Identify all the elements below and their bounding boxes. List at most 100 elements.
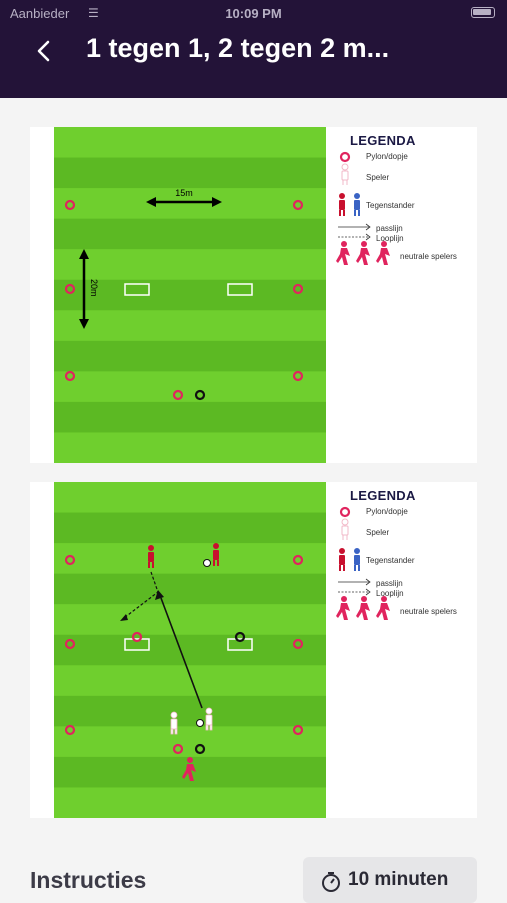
- grass-stripe: [54, 634, 326, 666]
- arrow-head: [146, 197, 156, 207]
- goal-right: [227, 638, 253, 651]
- grass-stripe: [54, 543, 326, 575]
- football-pitch: [54, 482, 326, 818]
- goal-left: [124, 638, 150, 651]
- height-label: 20m: [89, 279, 99, 297]
- grass-stripe: [54, 371, 326, 403]
- battery-icon: [471, 7, 495, 18]
- goal-left: [124, 283, 150, 296]
- football-pitch: 15m 20m: [54, 127, 326, 463]
- status-time: 10:09 PM: [225, 6, 282, 21]
- cone-icon: [339, 506, 351, 518]
- grass-stripe: [54, 127, 326, 159]
- neutral-players-icon: [336, 596, 390, 620]
- cone-icon: [172, 389, 184, 401]
- grass-stripe: [54, 157, 326, 189]
- grass-stripe: [54, 665, 326, 697]
- legend-label: Tegenstander: [366, 556, 415, 565]
- legend-label: Looplijn: [376, 589, 404, 598]
- run-line-icon: [338, 233, 371, 241]
- neutral-players-icon: [336, 241, 390, 265]
- status-bar: Aanbieder ☰ 10:09 PM: [0, 0, 507, 26]
- opponent-icon: [339, 193, 360, 216]
- pass-line-icon: [338, 223, 371, 231]
- cone-icon: [172, 743, 184, 755]
- instructions-bar: Instructies 10 minuten: [0, 845, 507, 903]
- ball-icon: [203, 559, 211, 567]
- instructions-title: Instructies: [30, 867, 147, 893]
- goal-right: [227, 283, 253, 296]
- grass-stripe: [54, 310, 326, 342]
- cone-icon: [292, 638, 304, 650]
- ball-icon: [196, 719, 204, 727]
- black-cone-icon: [194, 389, 206, 401]
- black-cone-icon: [234, 631, 246, 643]
- drill-diagram-play: LEGENDA Pylon/dopje Speler Tegenstander …: [30, 482, 477, 818]
- cone-icon: [64, 370, 76, 382]
- grass-stripe: [54, 340, 326, 372]
- arrow-head: [120, 614, 128, 621]
- wifi-icon: ☰: [88, 6, 99, 20]
- grass-stripe: [54, 726, 326, 758]
- stopwatch-icon: [322, 872, 340, 892]
- grass-stripe: [54, 279, 326, 311]
- width-label: 15m: [175, 188, 193, 198]
- cone-icon: [64, 724, 76, 736]
- legend-label: passlijn: [376, 579, 403, 588]
- cone-icon: [64, 638, 76, 650]
- opponent-icon: [213, 543, 219, 566]
- run-line-icon: [338, 588, 371, 596]
- player-icon: [341, 518, 349, 540]
- grass-stripe: [54, 401, 326, 433]
- grass-stripe: [54, 218, 326, 250]
- cone-icon: [64, 554, 76, 566]
- grass-stripe: [54, 604, 326, 636]
- cone-icon: [339, 151, 351, 163]
- cone-icon: [292, 554, 304, 566]
- grass-stripe: [54, 188, 326, 220]
- legend-title: LEGENDA: [350, 488, 416, 503]
- page-title: 1 tegen 1, 2 tegen 2 m...: [86, 33, 390, 63]
- arrow-head: [79, 319, 89, 329]
- app-header: Aanbieder ☰ 10:09 PM 1 tegen 1, 2 tegen …: [0, 0, 507, 98]
- legend-label: neutrale spelers: [400, 252, 457, 261]
- cone-icon: [64, 199, 76, 211]
- cone-icon: [64, 283, 76, 295]
- legend-label: Pylon/dopje: [366, 152, 408, 161]
- opponent-icon: [148, 545, 154, 568]
- arrow-head: [212, 197, 222, 207]
- cone-icon: [292, 724, 304, 736]
- cone-icon: [131, 631, 143, 643]
- player-icon: [205, 707, 213, 731]
- legend: LEGENDA Pylon/dopje Speler Tegenstander …: [336, 482, 477, 652]
- drill-diagram-setup: 15m 20m LEGENDA Pylon/dopje Speler Tegen…: [30, 127, 477, 463]
- grass-stripe: [54, 787, 326, 818]
- neutral-player-icon: [182, 757, 196, 781]
- cone-icon: [292, 199, 304, 211]
- legend-label: neutrale spelers: [400, 607, 457, 616]
- legend: LEGENDA Pylon/dopje Speler Tegenstander …: [336, 127, 477, 297]
- grass-stripe: [54, 249, 326, 281]
- grass-stripe: [54, 573, 326, 605]
- player-icon: [170, 711, 178, 735]
- player-icon: [341, 163, 349, 185]
- back-button[interactable]: [30, 34, 60, 68]
- arrow-head: [155, 590, 164, 600]
- legend-label: passlijn: [376, 224, 403, 233]
- grass-stripe: [54, 432, 326, 463]
- legend-label: Tegenstander: [366, 201, 415, 210]
- black-cone-icon: [194, 743, 206, 755]
- legend-label: Speler: [366, 173, 390, 182]
- arrow-head: [79, 249, 89, 259]
- opponent-icon: [339, 548, 360, 571]
- pass-line-icon: [338, 578, 371, 586]
- grass-stripe: [54, 695, 326, 727]
- legend-label: Looplijn: [376, 234, 404, 243]
- duration-button[interactable]: 10 minuten: [303, 857, 477, 903]
- legend-title: LEGENDA: [350, 133, 416, 148]
- pass-line: [160, 597, 203, 709]
- chevron-left-icon: [37, 40, 50, 62]
- grass-stripe: [54, 512, 326, 544]
- legend-label: Speler: [366, 528, 390, 537]
- cone-icon: [292, 370, 304, 382]
